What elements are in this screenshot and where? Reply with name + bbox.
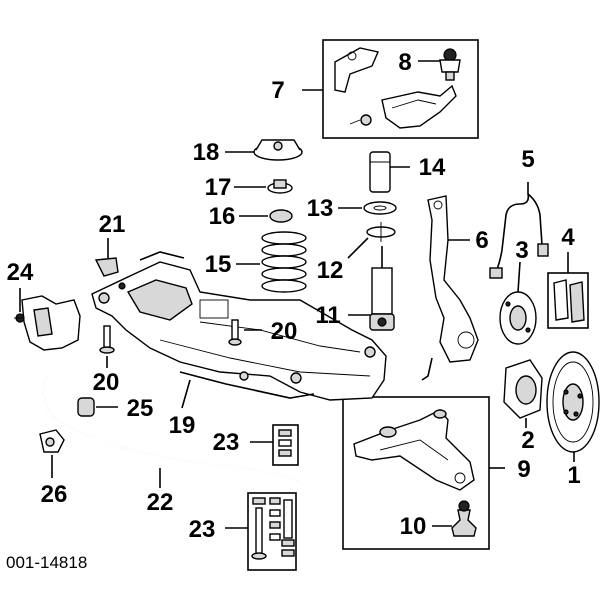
spring-insulator: [269, 209, 293, 223]
shock-absorber: [369, 246, 395, 331]
callout-19: 19: [169, 412, 196, 439]
callout-12: 12: [317, 257, 344, 284]
upper-arm-group-box: [322, 39, 479, 139]
link-kit-box-large: [247, 492, 297, 571]
callout-9: 9: [517, 456, 530, 483]
callout-7: 7: [271, 77, 284, 104]
wheel-hub-bearing: [499, 291, 537, 345]
callout-25: 25: [127, 395, 154, 422]
crossmember-bolt-right: [228, 319, 242, 346]
stabilizer-mount-bracket: [14, 295, 81, 351]
steering-knuckle: [421, 195, 479, 381]
callout-22: 22: [147, 489, 174, 516]
crossmember-bolt-left: [99, 325, 115, 354]
callout-17: 17: [205, 174, 232, 201]
callout-13: 13: [307, 195, 334, 222]
stabilizer-bar: [42, 375, 299, 481]
callout-2: 2: [521, 427, 534, 454]
leader-12: [347, 237, 369, 259]
link-bushings-small: [278, 429, 292, 457]
callout-4: 4: [561, 224, 575, 251]
callout-5: 5: [521, 146, 534, 173]
link-bolts-washers: [251, 497, 295, 560]
callout-23-lower: 23: [189, 516, 216, 543]
leader-19: [181, 379, 191, 409]
callout-8: 8: [398, 49, 411, 76]
callout-10: 10: [400, 513, 427, 540]
callout-11: 11: [315, 302, 340, 329]
callout-23-upper: 23: [213, 429, 240, 456]
callout-1: 1: [567, 462, 580, 489]
brake-rotor: [546, 351, 600, 453]
wheel-hub: [503, 359, 543, 419]
lower-ball-joint: [451, 500, 477, 537]
stabilizer-bushing: [77, 397, 95, 417]
lower-shock-washer: [366, 222, 396, 242]
brake-pads: [553, 279, 585, 323]
stabilizer-clamp: [39, 429, 65, 453]
callout-3: 3: [515, 237, 528, 264]
leader-3: [517, 261, 521, 293]
lower-arm-group-box: [342, 396, 490, 550]
callout-20-right: 20: [271, 318, 298, 345]
callout-24: 24: [7, 259, 34, 286]
callout-15: 15: [205, 251, 232, 278]
upper-shock-washer: [363, 201, 397, 215]
bump-stop: [369, 151, 391, 193]
coil-spring: [261, 231, 307, 293]
upper-ball-joint: [439, 48, 461, 81]
mount-nut: [267, 179, 293, 194]
callout-16: 16: [209, 203, 236, 230]
callout-18: 18: [193, 139, 220, 166]
callout-6: 6: [475, 227, 488, 254]
abs-sensor-wire: [489, 182, 549, 279]
front-crossmember: [91, 251, 387, 401]
link-kit-box-small: [272, 424, 299, 466]
crossmember-bracket: [94, 257, 119, 277]
callout-21: 21: [99, 211, 126, 238]
callout-14: 14: [419, 154, 446, 181]
callout-26: 26: [41, 481, 68, 508]
figure-code: 001-14818: [6, 553, 87, 572]
strut-mount: [253, 139, 303, 161]
lower-control-arm: [353, 409, 475, 491]
upper-control-arm: [334, 47, 457, 129]
callout-20-left: 20: [93, 369, 120, 396]
